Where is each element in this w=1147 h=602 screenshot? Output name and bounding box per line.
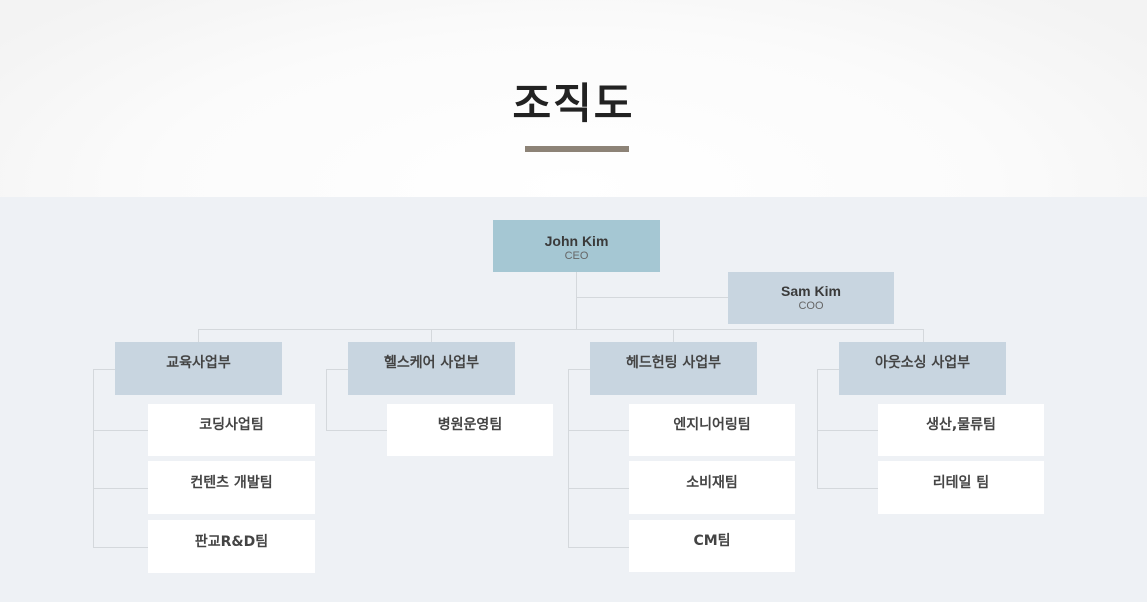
- connector-dept1-team3: [93, 547, 148, 548]
- connector-dept3-top: [568, 369, 590, 370]
- team-box: 생산,물류팀: [878, 404, 1044, 456]
- connector-ceo-trunk: [576, 272, 577, 329]
- team-box: 코딩사업팀: [148, 404, 315, 456]
- dept-box-healthcare: 헬스케어 사업부: [348, 342, 515, 395]
- page-title: 조직도: [512, 79, 635, 128]
- coo-role: COO: [798, 300, 824, 312]
- connector-dept-3: [673, 329, 674, 342]
- team-box: 컨텐츠 개발팀: [148, 461, 315, 514]
- coo-name: Sam Kim: [781, 283, 841, 299]
- connector-dept2-vertical: [326, 369, 327, 430]
- team-label: 엔지니어링팀: [673, 417, 751, 433]
- team-box: 판교R&D팀: [148, 520, 315, 573]
- connector-dept4-top: [817, 369, 839, 370]
- dept-box-education: 교육사업부: [115, 342, 282, 395]
- title-underline: [525, 146, 629, 152]
- connector-dept3-team3: [568, 547, 629, 548]
- connector-dept1-vertical: [93, 369, 94, 547]
- ceo-box: John Kim CEO: [493, 220, 660, 272]
- connector-dept4-vertical: [817, 369, 818, 488]
- dept-label: 아웃소싱 사업부: [874, 355, 971, 371]
- ceo-role: CEO: [564, 250, 589, 262]
- team-box: 병원운영팀: [387, 404, 553, 456]
- team-box: 소비재팀: [629, 461, 795, 514]
- team-label: 판교R&D팀: [194, 534, 269, 550]
- connector-dept-bus: [198, 329, 924, 330]
- team-label: 소비재팀: [686, 475, 738, 491]
- team-label: CM팀: [693, 533, 731, 549]
- connector-coo: [577, 297, 728, 298]
- dept-label: 헤드헌팅 사업부: [625, 355, 722, 371]
- dept-label: 교육사업부: [166, 355, 231, 371]
- dept-box-outsourcing: 아웃소싱 사업부: [839, 342, 1006, 395]
- team-label: 컨텐츠 개발팀: [190, 475, 273, 491]
- team-box: 엔지니어링팀: [629, 404, 795, 456]
- dept-box-headhunting: 헤드헌팅 사업부: [590, 342, 757, 395]
- page-header: 조직도: [0, 0, 1147, 197]
- connector-dept4-team2: [817, 488, 878, 489]
- ceo-name: John Kim: [544, 233, 609, 249]
- connector-dept2-top: [326, 369, 348, 370]
- connector-dept-4: [923, 329, 924, 342]
- team-label: 병원운영팀: [437, 417, 503, 433]
- connector-dept-1: [198, 329, 199, 342]
- connector-dept2-team1: [326, 430, 387, 431]
- connector-dept3-team2: [568, 488, 629, 489]
- team-label: 코딩사업팀: [199, 417, 264, 433]
- dept-label: 헬스케어 사업부: [383, 355, 480, 371]
- connector-dept1-team1: [93, 430, 148, 431]
- team-label: 생산,물류팀: [926, 417, 996, 433]
- connector-dept3-vertical: [568, 369, 569, 547]
- connector-dept1-top: [93, 369, 115, 370]
- team-box: CM팀: [629, 520, 795, 572]
- connector-dept4-team1: [817, 430, 878, 431]
- team-box: 리테일 팀: [878, 461, 1044, 514]
- connector-dept-2: [431, 329, 432, 342]
- org-chart: John Kim CEO Sam Kim COO 교육사업부 헬스케어 사업부 …: [0, 197, 1147, 602]
- connector-dept3-team1: [568, 430, 629, 431]
- team-label: 리테일 팀: [932, 475, 990, 491]
- coo-box: Sam Kim COO: [728, 272, 894, 324]
- connector-dept1-team2: [93, 488, 148, 489]
